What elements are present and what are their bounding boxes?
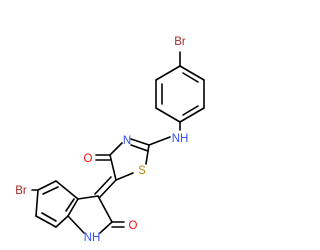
bond xyxy=(41,212,57,222)
bond xyxy=(97,195,113,223)
atom-n-ring-label: N xyxy=(123,135,131,147)
bond xyxy=(179,65,205,81)
atom-br-left-label: Br xyxy=(15,185,27,197)
bond xyxy=(109,142,123,156)
atom-br-top-label: Br xyxy=(174,36,186,48)
bond xyxy=(35,189,39,217)
bond xyxy=(55,215,69,228)
atom-nh-amine-label: NH xyxy=(172,133,189,145)
atom-s-ring-label: S xyxy=(138,165,146,177)
structure-diagram: Br NH N O S Br O NH xyxy=(15,36,205,244)
bond xyxy=(145,144,150,165)
bond xyxy=(182,72,199,83)
bond xyxy=(67,215,85,234)
bond xyxy=(148,136,171,146)
bond xyxy=(99,221,113,234)
atom-o-lactam-label: O xyxy=(129,220,138,232)
bond xyxy=(37,180,57,191)
bond xyxy=(130,144,149,152)
bond xyxy=(182,105,199,116)
bond xyxy=(115,172,134,181)
bond xyxy=(130,138,150,146)
bond xyxy=(109,154,117,181)
bond xyxy=(77,195,99,200)
bond xyxy=(35,215,57,228)
bond xyxy=(179,107,205,123)
atom-nh-ring-label: NH xyxy=(84,232,101,244)
molecule-canvas: Br NH N O S Br O NH xyxy=(15,36,205,244)
bond xyxy=(55,180,79,200)
atom-label-layer: Br NH N O S Br O NH xyxy=(15,36,188,244)
bond xyxy=(155,107,181,123)
bond xyxy=(155,65,181,81)
atom-o-ketone-label: O xyxy=(84,153,93,165)
bond-layer xyxy=(31,51,205,234)
bond xyxy=(94,176,112,195)
bond xyxy=(42,186,59,195)
bond xyxy=(65,198,75,212)
bond xyxy=(99,179,117,198)
bond xyxy=(67,198,79,217)
